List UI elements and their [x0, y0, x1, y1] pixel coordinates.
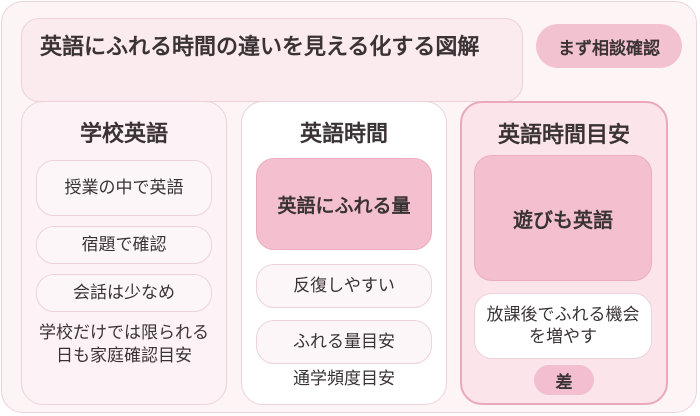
highlight-exposure-amount: 英語にふれる量 — [256, 158, 432, 250]
column-title: 学校英語 — [79, 122, 168, 147]
diagram-title: 英語にふれる時間の違いを見える化する図解 — [21, 18, 523, 102]
item-class-english: 授業の中で英語 — [36, 160, 212, 216]
item-more-opportunities: 放課後でふれる機会を増やす — [474, 293, 652, 359]
title-text: 英語にふれる時間の違いを見える化する図解 — [40, 35, 480, 60]
column-english-time: 英語時間 英語にふれる量 反復しやすい ふれる量目安 通学頻度目安 — [241, 101, 447, 405]
column-title: 英語時間 — [299, 122, 388, 147]
column-title: 英語時間目安 — [497, 123, 630, 148]
highlight-play-in-english: 遊びも英語 — [474, 155, 652, 281]
item-less-conversation: 会話は少なめ — [36, 274, 212, 312]
column-english-time-guide: 英語時間目安 遊びも英語 放課後でふれる機会を増やす 差 — [460, 101, 668, 405]
item-exposure-guide: ふれる量目安 — [256, 320, 432, 364]
column-note: 学校だけでは限られる日も家庭確認目安 — [39, 323, 209, 366]
column-school-english: 学校英語 授業の中で英語 宿題で確認 会話は少なめ 学校だけでは限られる日も家庭… — [21, 101, 227, 405]
consult-button[interactable]: まず相談確認 — [536, 24, 682, 68]
difference-tag: 差 — [534, 365, 594, 395]
item-easy-repetition: 反復しやすい — [256, 264, 432, 308]
column-note: 通学頻度目安 — [293, 369, 395, 389]
item-homework: 宿題で確認 — [36, 226, 212, 264]
